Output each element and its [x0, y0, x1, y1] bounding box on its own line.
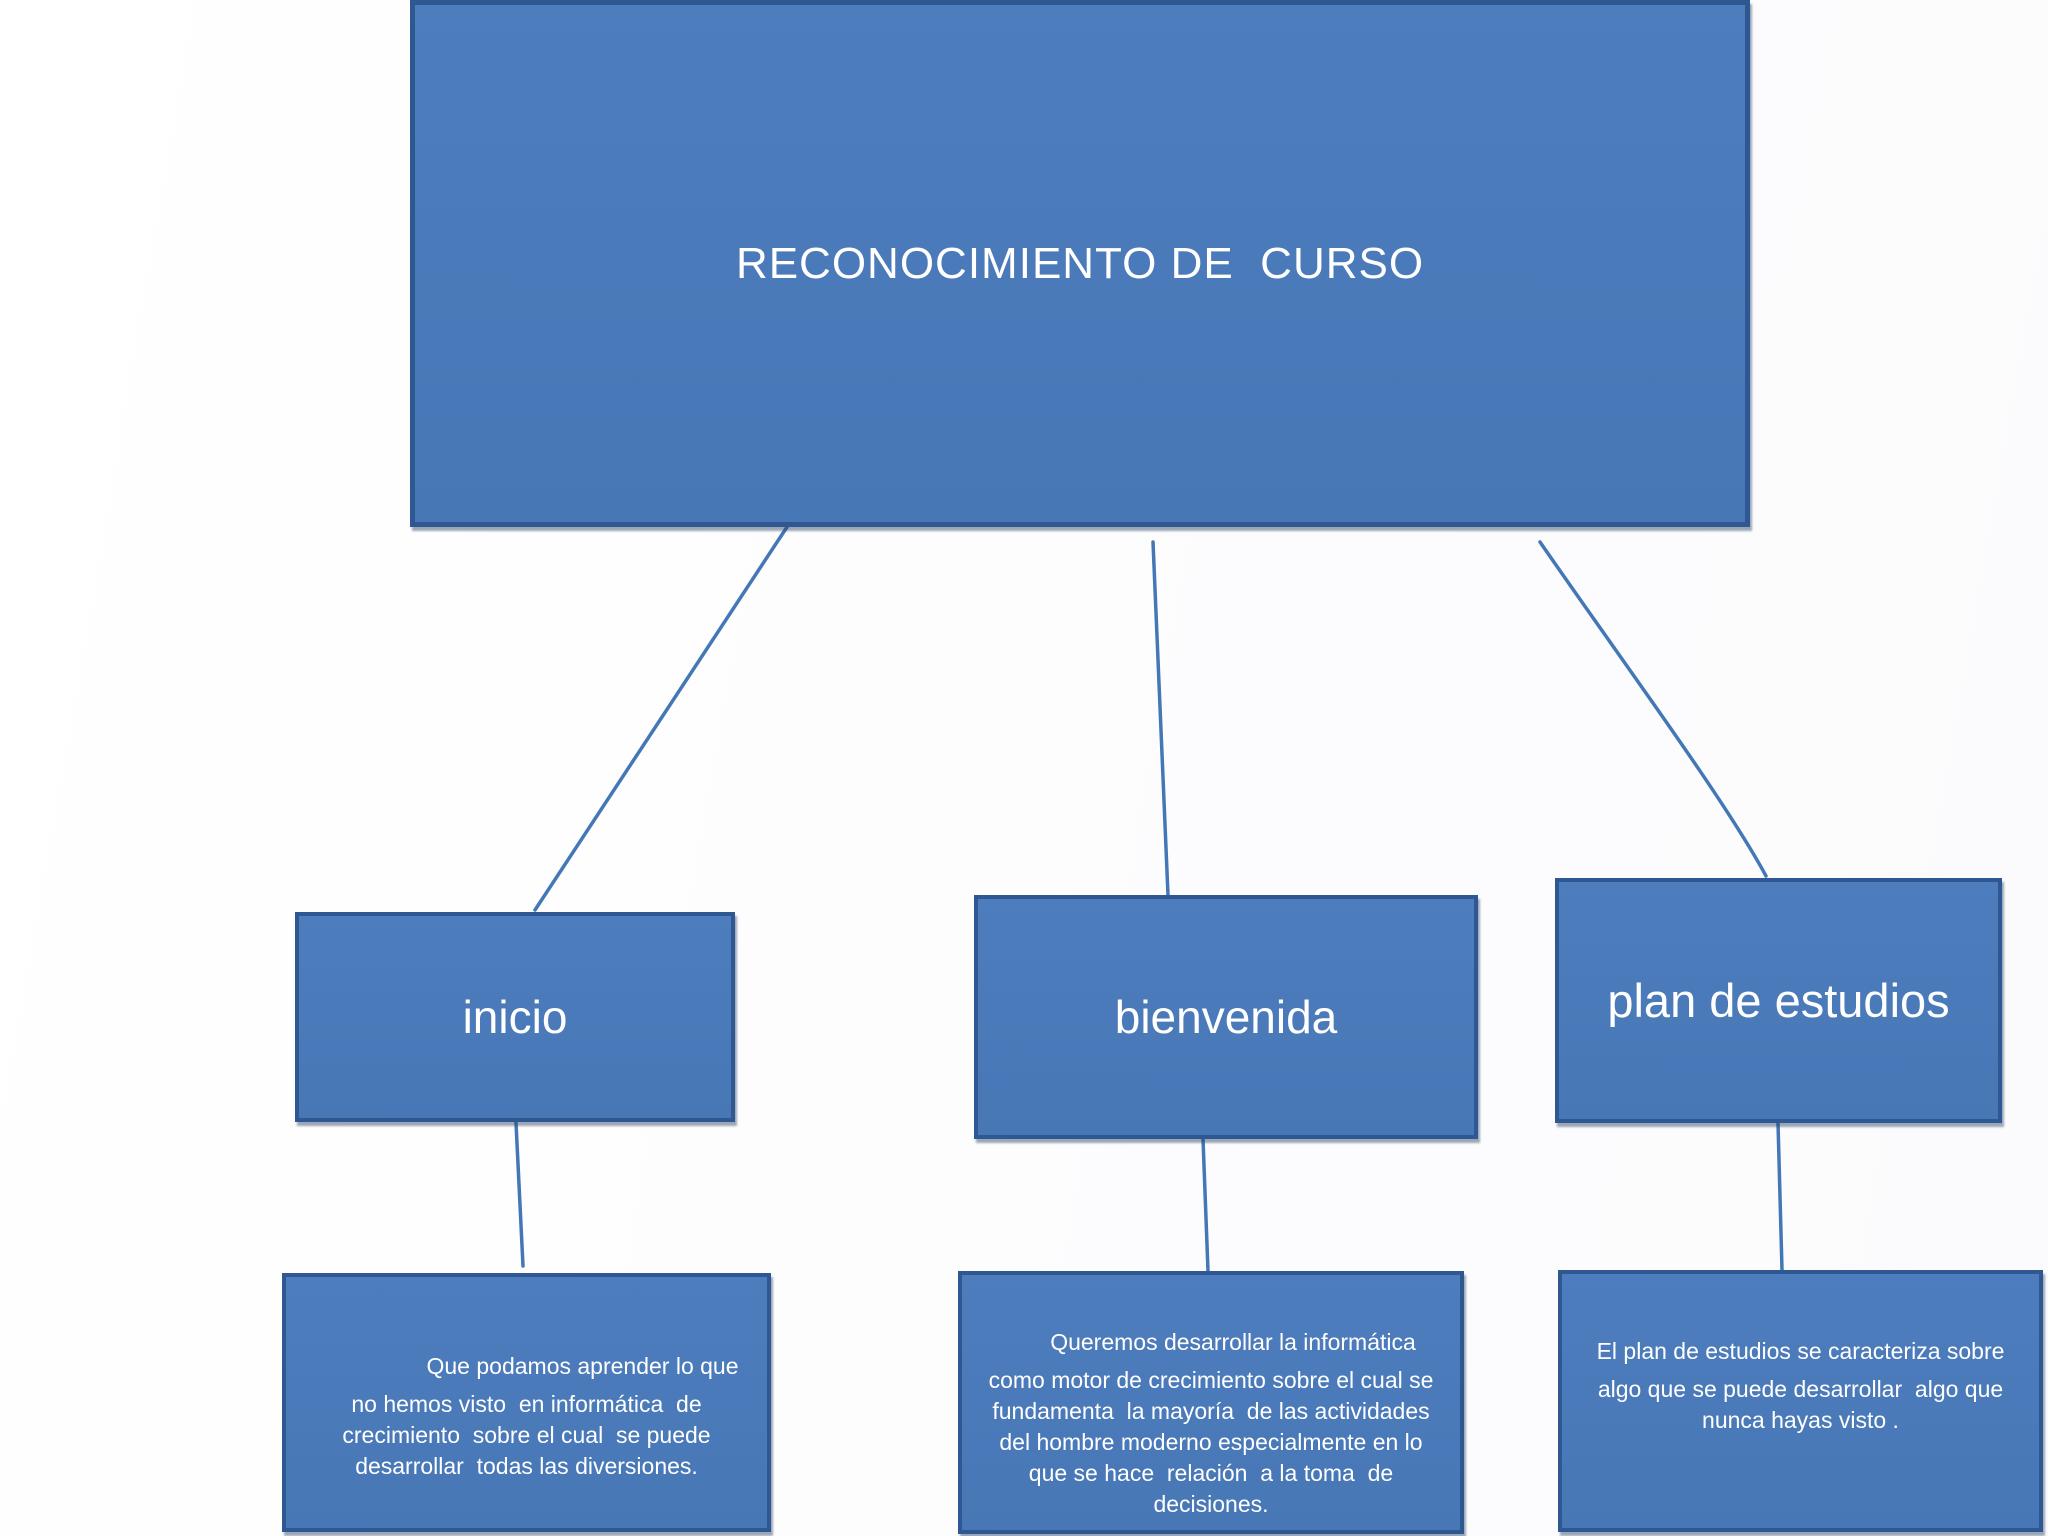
description-box-inicio: Que podamos aprender lo que no hemos vis…: [282, 1273, 771, 1532]
description-line: que se hace relación a la toma de: [1028, 1460, 1394, 1486]
description-line: del hombre moderno especialmente en lo: [999, 1429, 1423, 1455]
description-line: desarrollar todas las diversiones.: [355, 1453, 698, 1479]
plan-de-estudios-node-label: plan de estudios: [1607, 974, 1950, 1027]
connector-inicio-to-description: [514, 1121, 525, 1268]
connector-root-to-inicio: [533, 525, 789, 912]
description-line: Que podamos aprender lo que: [426, 1353, 739, 1379]
description-line: algo que se puede desarrollar algo que: [1597, 1376, 2004, 1402]
description-line: fundamenta la mayoría de las actividades: [992, 1398, 1430, 1424]
connector-plan-to-description: [1776, 1121, 1784, 1272]
description-line: Queremos desarrollar la informática: [1050, 1329, 1416, 1355]
bienvenida-node-label: bienvenida: [1114, 991, 1338, 1043]
connector-bienvenida-to-description: [1201, 1137, 1210, 1273]
connector-root-to-plan: [1538, 540, 1768, 878]
connector-root-to-bienvenida: [1151, 540, 1170, 897]
inicio-node-label: inicio: [462, 991, 568, 1043]
description-line: no hemos visto en informática de: [351, 1391, 702, 1417]
node-inicio: inicio: [295, 912, 735, 1122]
description-line: crecimiento sobre el cual se puede: [342, 1422, 711, 1448]
description-line: como motor de crecimiento sobre el cual …: [988, 1367, 1434, 1393]
description-box-plan-de-estudios: El plan de estudios se caracteriza sobre…: [1558, 1270, 2043, 1532]
description-line: nunca hayas visto .: [1702, 1407, 1899, 1433]
description-line: decisiones.: [1153, 1491, 1269, 1517]
node-reconocimiento-de-curso: RECONOCIMIENTO DE CURSO: [410, 0, 1750, 527]
node-plan-de-estudios: plan de estudios: [1555, 878, 2002, 1123]
description-line: El plan de estudios se caracteriza sobre: [1596, 1338, 2005, 1364]
node-bienvenida: bienvenida: [974, 895, 1478, 1139]
root-node-label: RECONOCIMIENTO DE CURSO: [735, 238, 1425, 288]
description-box-bienvenida: Queremos desarrollar la informática como…: [958, 1271, 1464, 1534]
